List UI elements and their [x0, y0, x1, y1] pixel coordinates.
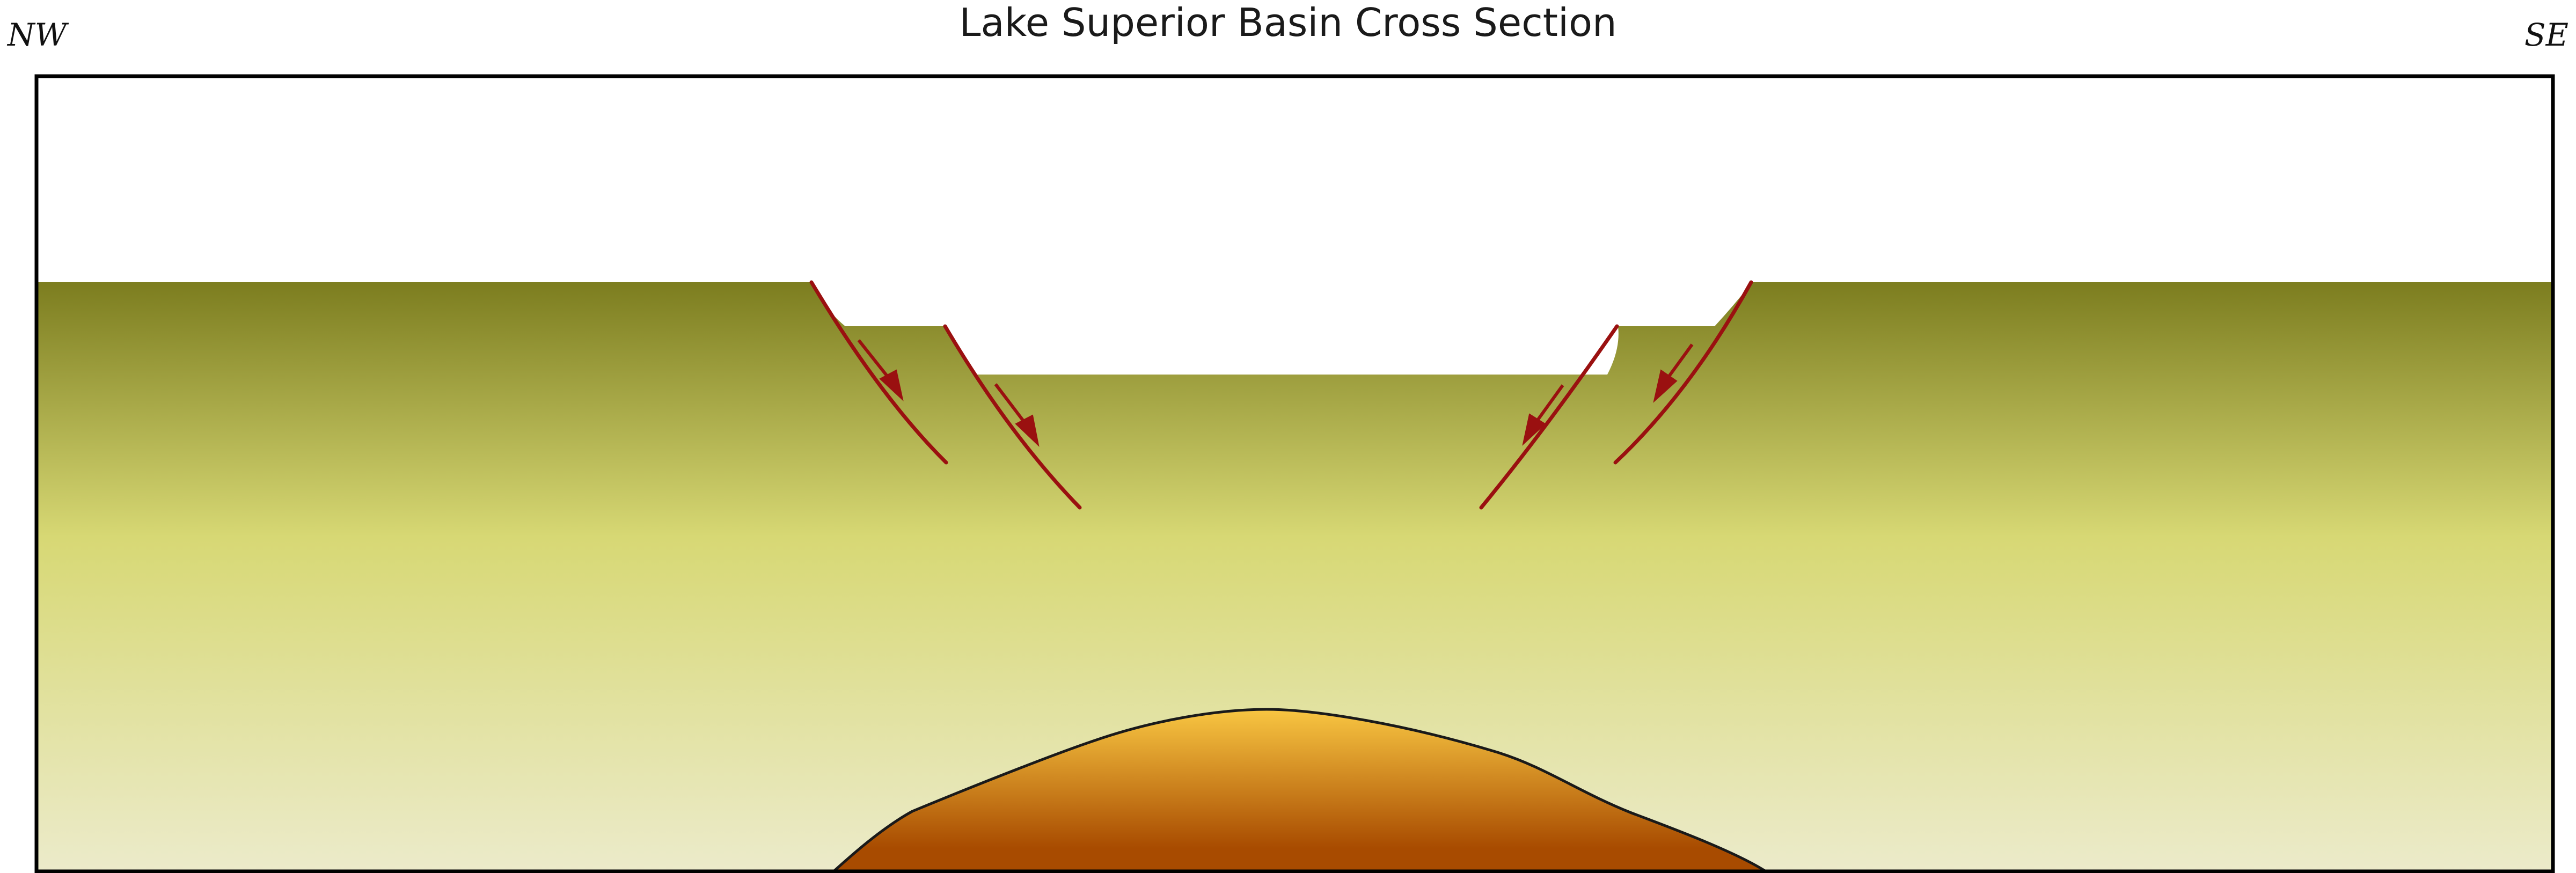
frame-border [34, 74, 2555, 873]
motion-arrow-head-se-inner [1522, 413, 1546, 446]
compass-label-nw: NW [8, 17, 67, 53]
motion-arrow-shaft-nw-inner [994, 383, 1029, 428]
fault-nw-outer [809, 280, 948, 465]
fault-nw-inner [943, 324, 1082, 510]
fault-lines [809, 280, 1753, 510]
motion-arrow-head-nw-outer [879, 369, 904, 401]
sediment-layer [36, 282, 2553, 871]
intrusion-dome [831, 708, 1768, 871]
fault-se-outer [1613, 280, 1753, 465]
fault-se-inner [1479, 324, 1619, 510]
fault-motion-arrows [857, 339, 1694, 447]
compass-label-se: SE [2524, 17, 2568, 53]
motion-arrow-head-se-outer [1653, 369, 1678, 403]
motion-arrow-shaft-se-outer [1665, 343, 1694, 381]
motion-arrow-shaft-se-inner [1533, 384, 1564, 425]
motion-arrow-head-nw-inner [1015, 414, 1040, 447]
figure-title: Lake Superior Basin Cross Section [959, 0, 1617, 45]
